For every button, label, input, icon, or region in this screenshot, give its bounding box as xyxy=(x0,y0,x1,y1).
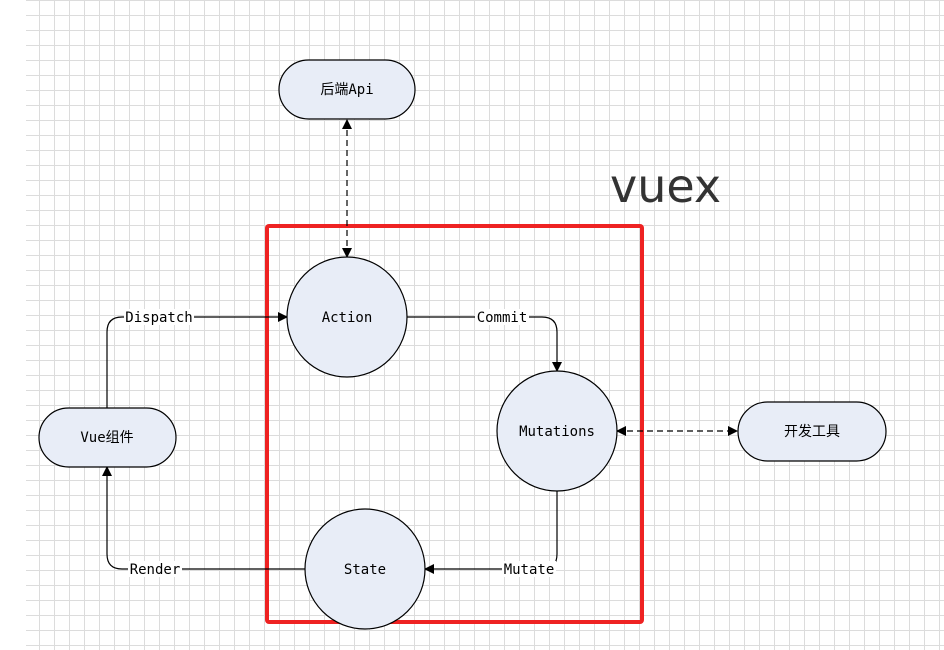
diagram-title: vuex xyxy=(610,159,721,213)
edge-commit xyxy=(407,316,562,372)
edge-mutate xyxy=(424,491,558,574)
node-action-label: Action xyxy=(322,310,373,326)
label-dispatch: Dispatch xyxy=(125,310,192,326)
node-backend-api-label: 后端Api xyxy=(320,82,373,98)
label-commit: Commit xyxy=(477,310,528,326)
node-mutations[interactable] xyxy=(496,370,618,492)
node-state[interactable] xyxy=(304,508,426,630)
label-mutate: Mutate xyxy=(504,562,555,578)
node-vue-component-label: Vue组件 xyxy=(80,430,133,446)
node-action[interactable] xyxy=(286,256,408,378)
node-devtools[interactable] xyxy=(737,401,887,462)
node-vue-component[interactable] xyxy=(38,407,177,468)
node-mutations-label: Mutations xyxy=(519,424,595,440)
label-render: Render xyxy=(130,562,181,578)
node-devtools-label: 开发工具 xyxy=(784,424,840,440)
edge-render xyxy=(102,466,305,570)
vuex-boundary xyxy=(265,224,644,624)
node-state-label: State xyxy=(344,562,386,578)
edge-dispatch xyxy=(106,312,288,408)
node-backend-api[interactable] xyxy=(278,59,416,120)
